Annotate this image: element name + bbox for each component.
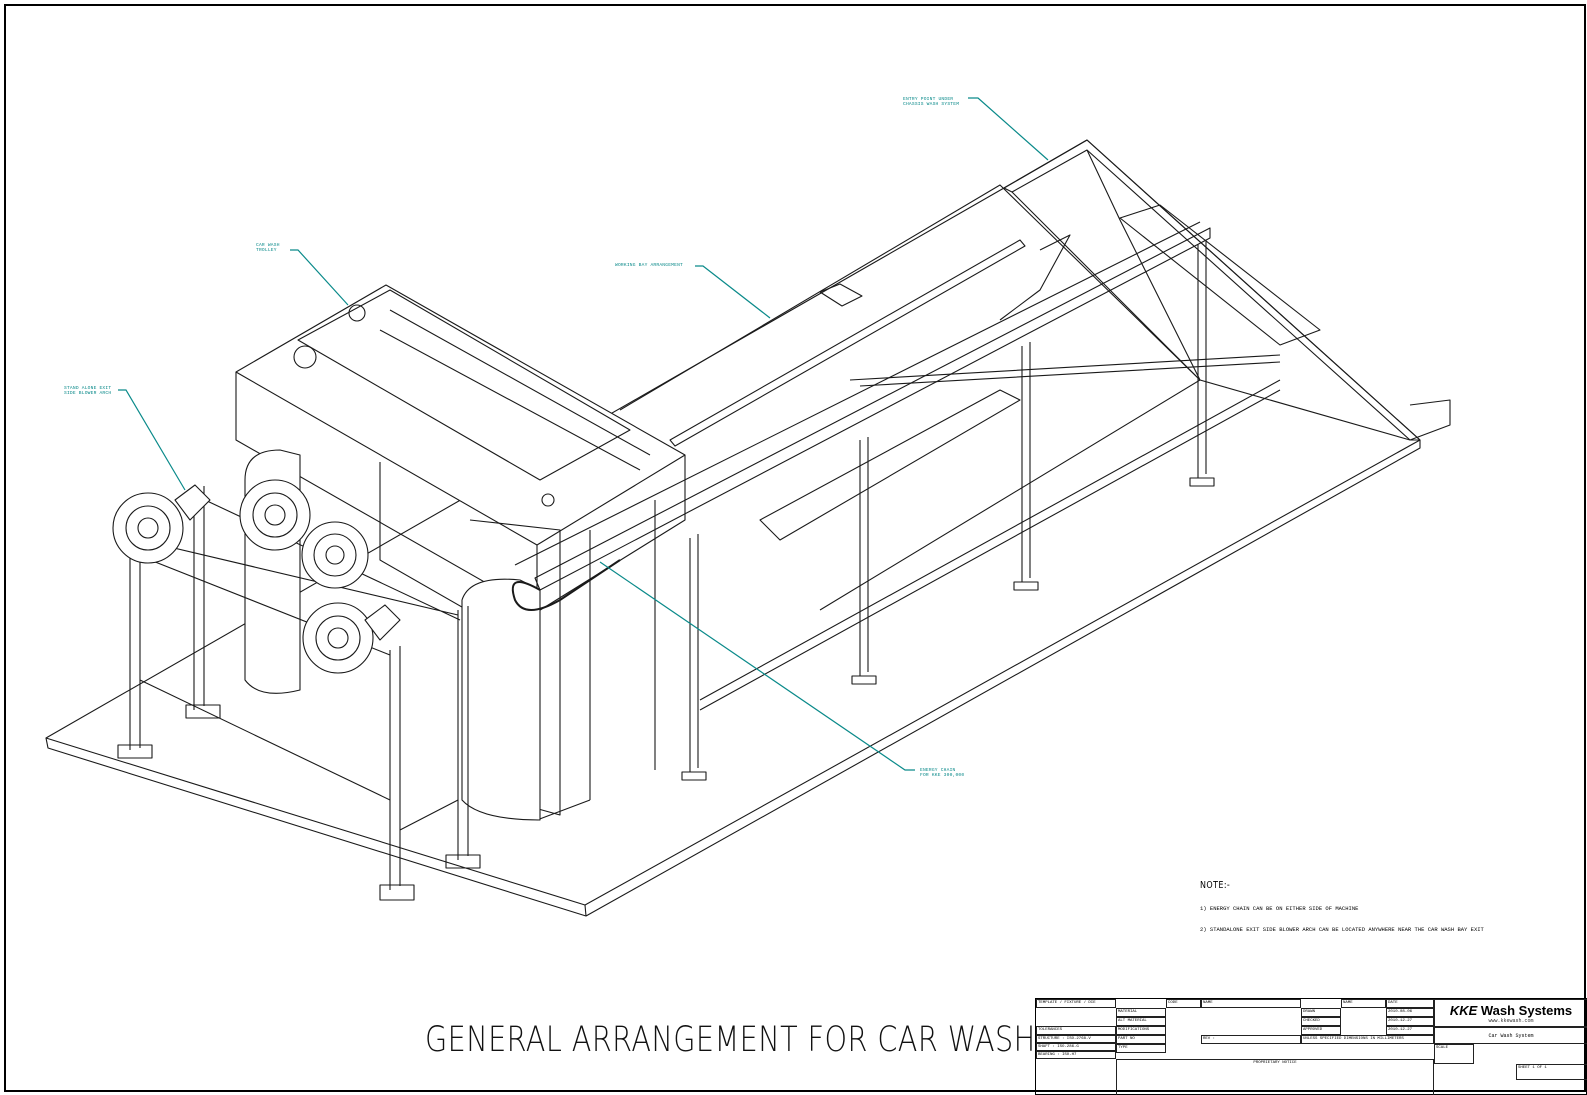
tb-scale: SCALE xyxy=(1434,1044,1474,1064)
tb-rev: REV : xyxy=(1201,1035,1301,1044)
tb-description: Car Wash System xyxy=(1434,1027,1587,1044)
blower-units xyxy=(112,479,401,674)
tb-modifications: MODIFICATIONS xyxy=(1116,1026,1166,1035)
tb-structure: STRUCTURE : ISO-2768-V xyxy=(1036,1035,1116,1043)
tb-checked-date: 2010-12-27 xyxy=(1386,1017,1434,1026)
sheet-border xyxy=(4,4,1586,1092)
title-block: TEMPLATE / FIXTURE / DIE CODE NAME MATER… xyxy=(1035,998,1587,1095)
rail-posts xyxy=(681,240,1215,781)
tb-sheet: SHEET 1 OF 1 xyxy=(1516,1064,1587,1080)
tb-checked: CHECKED xyxy=(1301,1017,1341,1026)
tb-col-name: NAME xyxy=(1341,999,1386,1008)
tb-drawn: DRAWN xyxy=(1301,1008,1341,1017)
note-2: 2) STANDALONE EXIT SIDE BLOWER ARCH CAN … xyxy=(1200,926,1484,933)
tb-part-no: PART NO xyxy=(1116,1035,1166,1044)
callout-leaders xyxy=(118,97,1049,771)
callout-working-bay: WORKING BAY ARRANGEMENT xyxy=(615,263,684,268)
tb-drawn-date: 2010-08-06 xyxy=(1386,1008,1434,1017)
brand-logo: KKE Wash Systems xyxy=(1449,1003,1573,1018)
callout-trolley: CAR WASH TROLLEY xyxy=(256,243,280,254)
tb-approved: APPROVED xyxy=(1301,1026,1341,1035)
brand-url: www.kkewash.com xyxy=(1488,1018,1534,1024)
tb-unless: UNLESS SPECIFIED DIMENSIONS IN MILLIMETE… xyxy=(1301,1035,1434,1044)
tb-template: TEMPLATE / FIXTURE / DIE xyxy=(1036,999,1116,1008)
note-1: 1) ENERGY CHAIN CAN BE ON EITHER SIDE OF… xyxy=(1200,905,1359,912)
tb-name: NAME xyxy=(1201,999,1301,1008)
tb-type: TYPE xyxy=(1116,1044,1166,1053)
tb-material: MATERIAL xyxy=(1116,1008,1166,1017)
tb-code: CODE xyxy=(1166,999,1201,1008)
tb-approved-date: 2010-12-27 xyxy=(1386,1026,1434,1035)
tb-tolerances: TOLERANCES xyxy=(1036,1026,1116,1035)
tb-brand: KKE Wash Systems www.kkewash.com xyxy=(1434,999,1587,1027)
tb-col-date: DATE xyxy=(1386,999,1434,1008)
tb-shaft: SHAFT : ISO-286-G xyxy=(1036,1043,1116,1051)
callout-entry-point: ENTRY POINT UNDER CHASSIS WASH SYSTEM xyxy=(903,97,960,108)
tb-bearing: BEARING : ISO-H7 xyxy=(1036,1051,1116,1059)
brush-right xyxy=(461,578,541,821)
overhead-rail xyxy=(534,227,1211,591)
tb-alt-material: ALT MATERIAL xyxy=(1116,1017,1166,1026)
tb-proprietary: PROPRIETARY NOTICE xyxy=(1116,1059,1434,1095)
drawing-title: GENERAL ARRANGEMENT FOR CAR WASH xyxy=(425,1020,1036,1060)
callout-energy-chain: ENERGY CHAIN FOR KKE 300,000 xyxy=(920,768,965,779)
notes-heading: NOTE:- xyxy=(1200,880,1231,891)
energy-chain xyxy=(511,559,621,611)
callout-exit-blower: STAND ALONE EXIT SIDE BLOWER ARCH xyxy=(64,386,112,397)
notes-block: NOTE:- 1) ENERGY CHAIN CAN BE ON EITHER … xyxy=(1200,880,1580,933)
